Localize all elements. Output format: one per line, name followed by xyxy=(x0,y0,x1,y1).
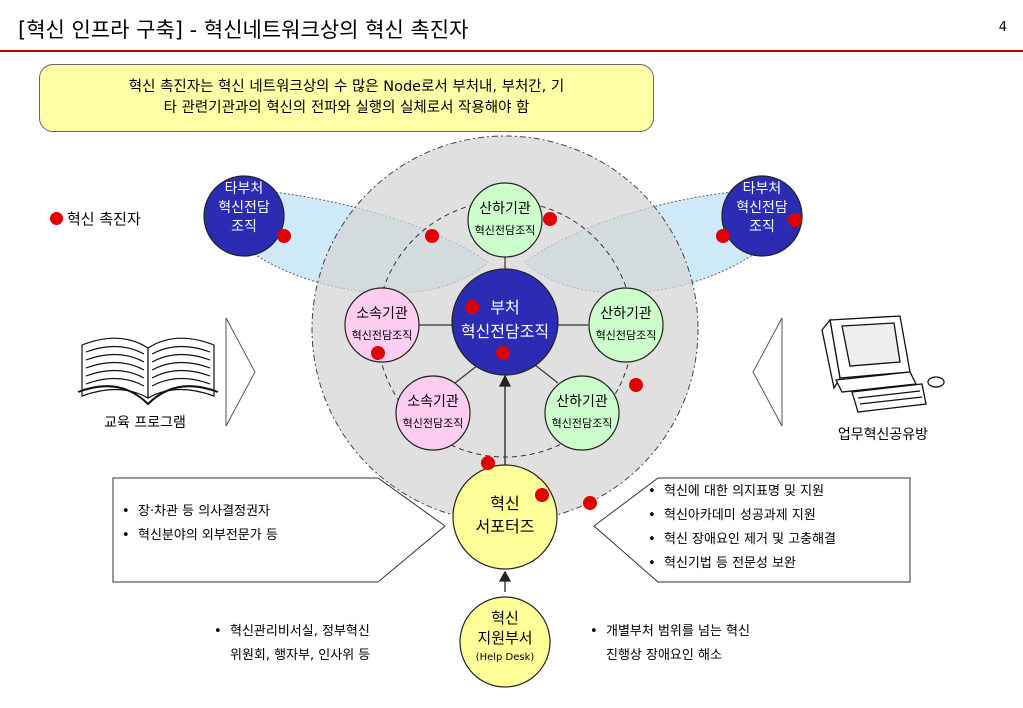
page-title: [혁신 인프라 구축] - 혁신네트워크상의 혁신 촉진자 xyxy=(18,18,469,42)
right-box-list: 혁신에 대한 의지표명 및 지원 혁신아카데미 성공과제 지원 혁신 장애요인 … xyxy=(648,480,910,576)
node-text: 혁신전담조직 xyxy=(351,329,413,342)
subsidiary-right-node xyxy=(588,287,664,363)
center-ministry-label: 부처 혁신전담조직 xyxy=(448,296,562,344)
subsidiary-top-label: 산하기관 혁신전담조직 xyxy=(465,199,545,241)
node-text: 산하기관 xyxy=(600,306,652,322)
right-pointer-triangle xyxy=(752,317,783,427)
callout-line-2: 타 관련기관과의 혁신의 전파와 실행의 실체로서 작용해야 함 xyxy=(163,100,530,116)
affiliate-left-label: 소속기관 혁신전담조직 xyxy=(342,303,422,347)
marker-dot xyxy=(535,488,549,502)
list-item: 개별부처 범위를 넘는 혁신 진행상 장애요인 해소 xyxy=(590,620,810,668)
list-item: 혁신기법 등 전문성 보완 xyxy=(648,552,910,576)
legend-marker-dot xyxy=(50,212,63,225)
supporters-label: 혁신 서포터즈 xyxy=(455,492,555,538)
education-program-label: 교육 프로그램 xyxy=(104,415,186,431)
marker-dot xyxy=(543,212,557,226)
marker-dot xyxy=(481,456,495,470)
marker-dot xyxy=(788,213,802,227)
list-item: 혁신에 대한 의지표명 및 지원 xyxy=(648,480,910,504)
left-pointer-triangle xyxy=(225,317,256,427)
node-text: 혁신 xyxy=(490,494,520,513)
node-text: 혁신전담조직 xyxy=(474,224,536,237)
book-icon xyxy=(77,337,219,406)
node-text: 혁신전담 xyxy=(218,200,270,216)
legend: 혁신 촉진자 xyxy=(50,208,141,229)
node-text: 부처 xyxy=(490,298,520,317)
title-rule xyxy=(0,50,1023,52)
summary-callout: 혁신 촉진자는 혁신 네트워크상의 수 많은 Node로서 부처내, 부처간, … xyxy=(39,64,654,132)
callout-line-1: 혁신 촉진자는 혁신 네트워크상의 수 많은 Node로서 부처내, 부처간, … xyxy=(128,79,565,95)
marker-dot xyxy=(629,378,643,392)
subsidiary-bottom-right-label: 산하기관 혁신전담조직 xyxy=(542,391,622,435)
node-text: 혁신전담조직 xyxy=(551,417,613,430)
list-item: 장·차관 등 의사결정권자 xyxy=(122,500,372,524)
list-item: 혁신관리비서실, 정부혁신 위원회, 행자부, 인사위 등 xyxy=(214,620,424,668)
node-text: 혁신 xyxy=(491,609,519,627)
list-item: 혁신아카데미 성공과제 지원 xyxy=(648,504,910,528)
note-line: 위원회, 행자부, 인사위 등 xyxy=(230,648,371,663)
other-ministry-left-label: 타부처 혁신전담 조직 xyxy=(204,180,284,237)
arrow-head-2 xyxy=(498,570,512,582)
page-number: 4 xyxy=(998,20,1007,35)
node-text: 조직 xyxy=(749,219,775,235)
marker-dot xyxy=(371,346,385,360)
other-ministry-right-label: 타부처 혁신전담 조직 xyxy=(722,180,802,237)
note-line: 진행상 장애요인 해소 xyxy=(606,648,722,663)
node-text: 소속기관 xyxy=(356,306,408,322)
node-text: 혁신전담조직 xyxy=(595,329,657,342)
node-text: 타부처 xyxy=(224,181,264,197)
node-text: 서포터즈 xyxy=(475,517,535,536)
node-text: 혁신전담조직 xyxy=(402,417,464,430)
affiliate-left-node xyxy=(344,287,420,363)
computer-icon xyxy=(821,315,945,413)
marker-dot xyxy=(496,346,510,360)
subsidiary-bottom-right-node xyxy=(544,375,620,451)
subsidiary-right-label: 산하기관 혁신전담조직 xyxy=(586,303,666,347)
help-desk-node xyxy=(459,596,551,688)
node-text: 타부처 xyxy=(742,181,782,197)
node-text: 소속기관 xyxy=(407,394,459,410)
arrow-head-1 xyxy=(498,374,512,387)
center-ministry-node xyxy=(451,268,559,376)
node-text: 조직 xyxy=(231,219,257,235)
marker-dot xyxy=(425,229,439,243)
affiliate-bottom-left-label: 소속기관 혁신전담조직 xyxy=(393,391,473,435)
work-innovation-room-label: 업무혁신공유방 xyxy=(837,427,929,443)
left-box-list: 장·차관 등 의사결정권자 혁신분야의 외부전문가 등 xyxy=(122,500,372,548)
node-text: 산하기관 xyxy=(556,394,608,410)
node-text: 산하기관 xyxy=(479,201,531,217)
supporters-node xyxy=(452,464,558,570)
subsidiary-top-node xyxy=(467,182,543,258)
note-line: 개별부처 범위를 넘는 혁신 xyxy=(606,624,750,639)
marker-dot xyxy=(716,229,730,243)
other-ministry-left-node xyxy=(203,175,285,257)
affiliate-bottom-left-node xyxy=(395,375,471,451)
node-text: (Help Desk) xyxy=(475,652,535,663)
other-ministry-right-node xyxy=(721,175,803,257)
marker-dot xyxy=(277,229,291,243)
facilitator-markers xyxy=(277,212,802,510)
legend-label: 혁신 촉진자 xyxy=(67,210,141,228)
node-text: 혁신전담 xyxy=(736,200,788,216)
bottom-right-note: 개별부처 범위를 넘는 혁신 진행상 장애요인 해소 xyxy=(590,620,810,668)
marker-dot xyxy=(465,300,479,314)
help-desk-label: 혁신 지원부서 (Help Desk) xyxy=(460,608,550,668)
list-item: 혁신 장애요인 제거 및 고충해결 xyxy=(648,528,910,552)
node-text: 혁신전담조직 xyxy=(460,322,550,341)
node-text: 지원부서 xyxy=(477,629,533,647)
marker-dot xyxy=(583,496,597,510)
note-line: 혁신관리비서실, 정부혁신 xyxy=(230,624,370,639)
list-item: 혁신분야의 외부전문가 등 xyxy=(122,524,372,548)
bottom-left-note: 혁신관리비서실, 정부혁신 위원회, 행자부, 인사위 등 xyxy=(214,620,424,668)
